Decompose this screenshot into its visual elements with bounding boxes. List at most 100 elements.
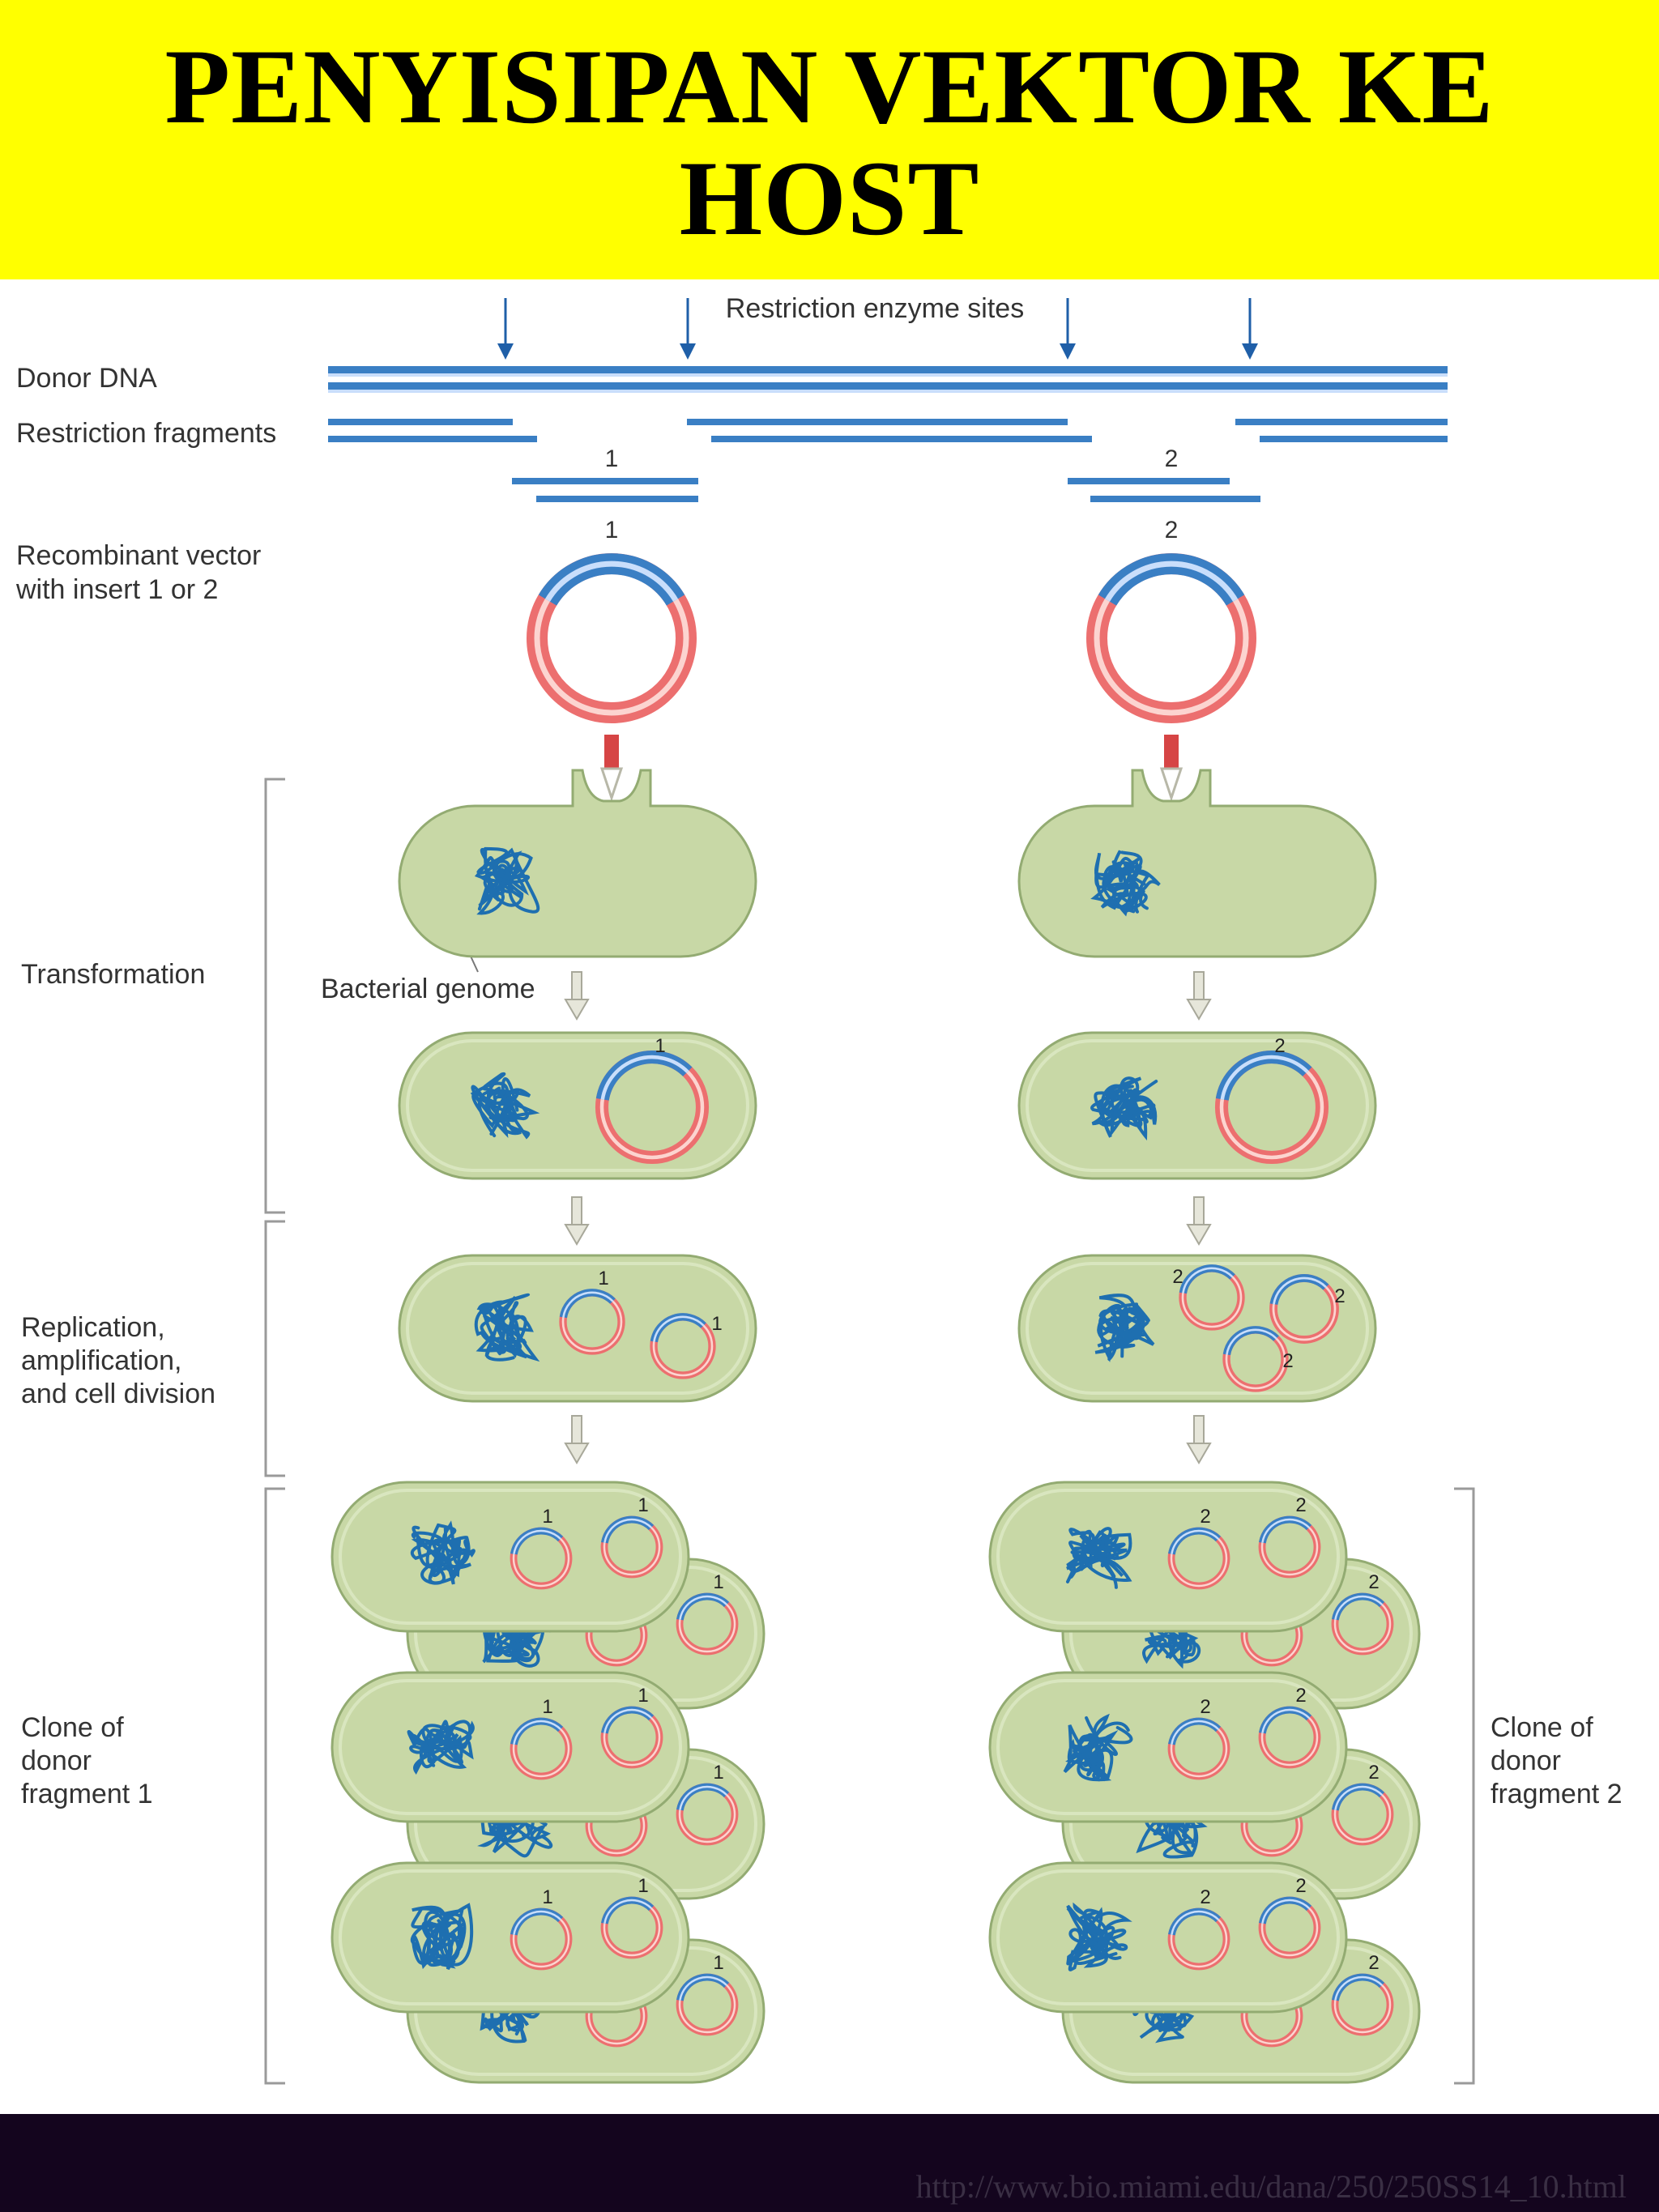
plasmid-icon: 1 — [600, 1685, 663, 1769]
bacterial-genome — [410, 1520, 476, 1585]
plasmid-icon: 2 — [1172, 1264, 1245, 1331]
arrow-down-icon — [564, 971, 590, 1021]
source-url: http://www.bio.miami.edu/dana/250/250SS1… — [915, 2168, 1627, 2205]
replication-label-3: and cell division — [21, 1379, 215, 1409]
vector-number-2: 2 — [1165, 517, 1179, 543]
section-brackets — [264, 778, 1475, 2085]
bacterial-genome — [474, 1293, 540, 1362]
insert-number: 1 — [638, 1685, 648, 1707]
arrow-down-icon — [564, 1415, 590, 1464]
insert-number: 1 — [542, 1696, 552, 1718]
bacterium-icon: 11 — [398, 1254, 757, 1403]
plasmid-icon: 2 — [1167, 1506, 1230, 1590]
arrow-down-icon — [1186, 971, 1212, 1021]
bacterium-icon: 1 — [398, 1031, 757, 1180]
insert-number: 2 — [1295, 1875, 1306, 1897]
transformation-label: Transformation — [21, 959, 205, 990]
replication-label-2: amplification, — [21, 1345, 181, 1376]
bacterial-genome — [474, 846, 540, 915]
plasmid-icon: 1 — [650, 1313, 723, 1379]
plasmid-icon: 2 — [1167, 1696, 1230, 1780]
bacterium-icon: 22 — [988, 1671, 1348, 1823]
bacterial-genome — [1065, 1527, 1132, 1589]
bacterium-icon: 11 — [331, 1481, 690, 1633]
slide-title: PENYISIPAN VEKTOR KE HOST — [0, 0, 1659, 254]
bacterial-genome — [410, 1903, 474, 1971]
footer-band: http://www.bio.miami.edu/dana/250/250SS1… — [0, 2114, 1659, 2212]
insert-number: 1 — [638, 1875, 648, 1897]
plasmid-icon: 2 — [1258, 1494, 1321, 1579]
title-band: PENYISIPAN VEKTOR KE HOST — [0, 0, 1659, 279]
insert-number: 2 — [1200, 1696, 1210, 1718]
plasmid-icon: 2 — [1269, 1274, 1346, 1344]
donor-dna — [328, 366, 1448, 393]
clone-1-label-2: donor — [21, 1745, 92, 1776]
insert-number: 1 — [542, 1506, 552, 1528]
fragment-number-1: 1 — [605, 445, 619, 472]
plasmid-icon: 1 — [676, 1571, 739, 1656]
plasmid-icon: 1 — [600, 1494, 663, 1579]
insert-number: 2 — [1274, 1035, 1285, 1057]
plasmid-icon: 1 — [510, 1696, 573, 1780]
insert-number: 2 — [1200, 1506, 1210, 1528]
bacterium-icon: 22 — [988, 1481, 1348, 1633]
bacterial-genome — [1090, 1076, 1158, 1141]
bacterial-cells: 1211222111111111111222222222222 — [331, 769, 1421, 2084]
arrow-down-icon — [1242, 343, 1258, 360]
bacterium-icon — [398, 769, 757, 958]
bacterium-icon: 2 2 2 — [1017, 1254, 1377, 1403]
insert-number: 2 — [1295, 1685, 1306, 1707]
insert-number: 2 — [1295, 1494, 1306, 1516]
insert-number: 2 — [1368, 1762, 1379, 1784]
bacterial-genome — [1094, 1294, 1155, 1363]
plasmid-icon: 2 — [1258, 1875, 1321, 1959]
recombinant-vector-label-2: with insert 1 or 2 — [15, 574, 218, 605]
plasmid-icon: 1 — [559, 1268, 625, 1355]
isolated-fragments — [512, 478, 1260, 502]
bacterial-genome — [407, 1720, 475, 1775]
clone-1-label-3: fragment 1 — [21, 1779, 153, 1809]
fragment-number-2: 2 — [1165, 445, 1179, 472]
insert-number: 2 — [1334, 1285, 1345, 1307]
bacterial-genome — [1090, 849, 1161, 917]
plasmid-icon: 2 — [1331, 1571, 1394, 1656]
arrow-down-icon — [1060, 343, 1076, 360]
process-arrows — [564, 971, 1212, 1464]
insert-number: 1 — [711, 1313, 722, 1335]
insert-number: 1 — [655, 1035, 665, 1057]
bacterial-genome — [470, 1072, 540, 1140]
insert-number: 2 — [1282, 1350, 1293, 1372]
replication-label-1: Replication, — [21, 1312, 165, 1343]
vector-entry-arrows — [599, 735, 1183, 802]
insert-number: 1 — [598, 1268, 608, 1289]
slide-title-line-2: HOST — [679, 139, 980, 258]
plasmid-icon: 1 — [676, 1762, 739, 1846]
vector-number-1: 1 — [605, 517, 619, 543]
plasmid-icon: 1 — [510, 1886, 573, 1971]
insert-number: 2 — [1368, 1952, 1379, 1974]
arrow-down-icon — [680, 343, 696, 360]
clone-2-label-3: fragment 2 — [1491, 1779, 1623, 1809]
insert-number: 2 — [1200, 1886, 1210, 1908]
insert-number: 1 — [713, 1952, 723, 1974]
plasmid-icon: 2 — [1331, 1762, 1394, 1846]
arrow-down-icon — [1186, 1415, 1212, 1464]
clone-1-label-1: Clone of — [21, 1712, 124, 1743]
bacterium-icon: 11 — [331, 1671, 690, 1823]
bacterium-icon: 11 — [331, 1861, 690, 2014]
insert-number: 1 — [713, 1571, 723, 1593]
restriction-fragments-label: Restriction fragments — [16, 418, 276, 449]
cloning-diagram: Restriction enzyme sites Donor DNA Restr… — [15, 293, 1623, 2085]
insert-number: 2 — [1172, 1266, 1183, 1288]
plasmid-icon: 1 — [510, 1506, 573, 1590]
plasmid-icon: 2 — [1331, 1952, 1394, 2036]
bacterium-icon — [1017, 769, 1377, 958]
plasmid-icon: 2 — [1167, 1886, 1230, 1971]
plasmid-icon: 1 — [595, 1035, 710, 1165]
insert-number: 2 — [1368, 1571, 1379, 1593]
restriction-sites-label: Restriction enzyme sites — [726, 293, 1024, 324]
plasmid-icon — [1086, 553, 1256, 723]
restriction-site-arrows — [497, 298, 1258, 360]
recombinant-vector-label-1: Recombinant vector — [16, 540, 261, 571]
bacterial-genome — [1063, 1713, 1133, 1782]
